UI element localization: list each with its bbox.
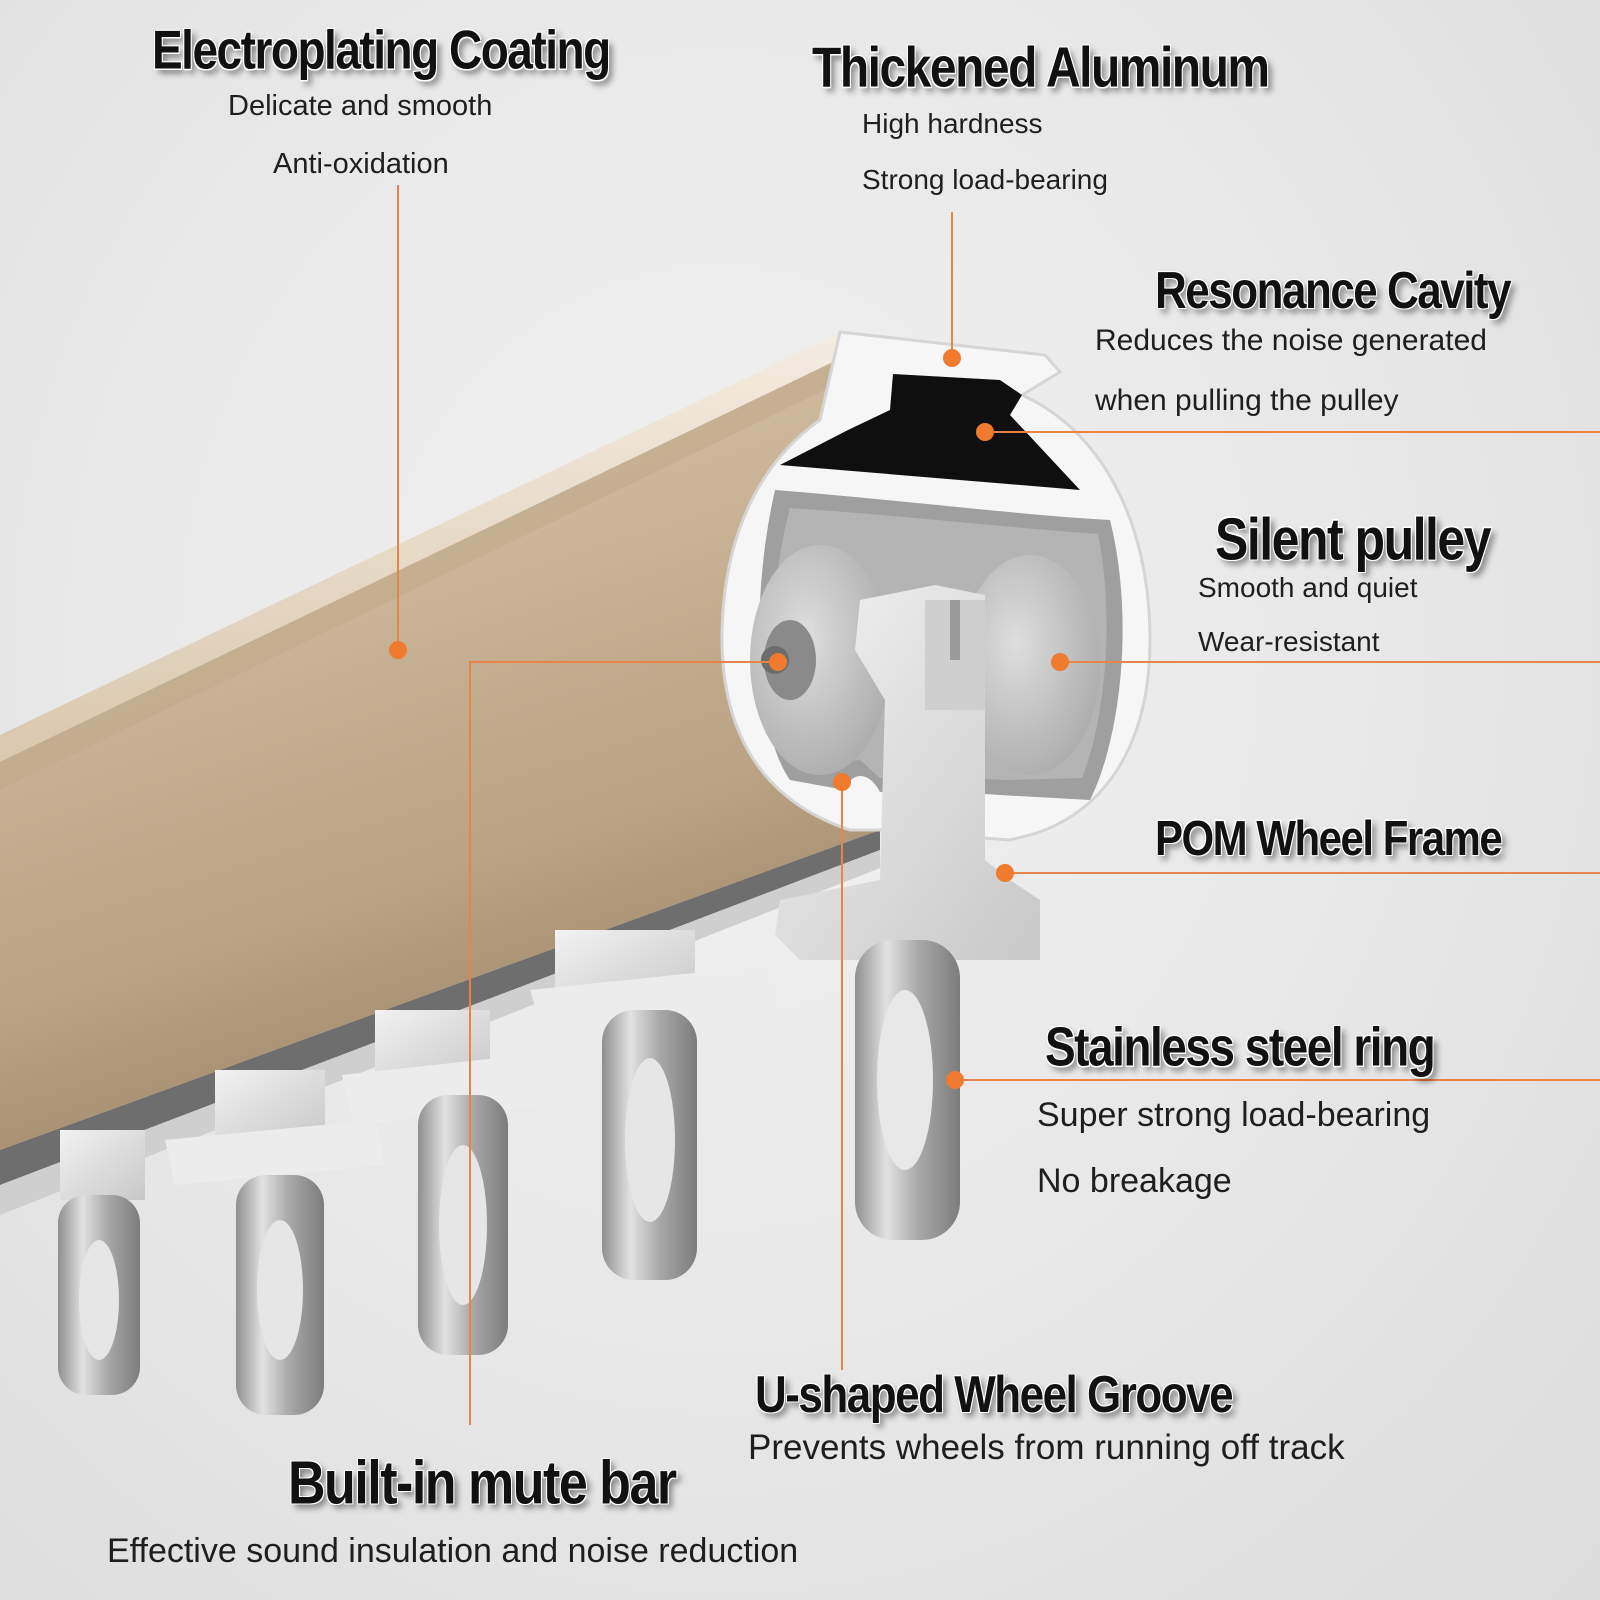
- pulley-line-2: Wear-resistant: [1198, 626, 1380, 657]
- aluminum-line-2: Strong load-bearing: [862, 164, 1108, 195]
- callout-dots: [389, 349, 1069, 1089]
- resonance-line-1: Reduces the noise generated: [1095, 324, 1487, 357]
- electroplating-line-2: Anti-oxidation: [273, 148, 449, 180]
- groove-line-1: Prevents wheels from running off track: [748, 1428, 1345, 1467]
- groove-title: U-shaped Wheel Groove: [755, 1366, 1234, 1424]
- ring-line-1: Super strong load-bearing: [1037, 1096, 1431, 1134]
- resonance-line-2: when pulling the pulley: [1095, 384, 1399, 417]
- electroplating-title: Electroplating Coating: [152, 19, 611, 81]
- glider-row: [58, 930, 785, 1415]
- ring-line-2: No breakage: [1037, 1162, 1232, 1200]
- ring-title: Stainless steel ring: [1045, 1016, 1436, 1078]
- aluminum-line-1: High hardness: [862, 108, 1043, 139]
- leader-lines: [397, 185, 1600, 1425]
- stainless-steel-ring: [855, 940, 960, 1240]
- resonance-title: Resonance Cavity: [1155, 262, 1512, 320]
- resonance-cavity: [780, 374, 1080, 490]
- silent-pulley: [750, 545, 1100, 775]
- pom-title: POM Wheel Frame: [1155, 810, 1503, 866]
- mute-line-1: Effective sound insulation and noise red…: [107, 1532, 799, 1570]
- pom-wheel-frame: [775, 585, 1040, 960]
- electroplating-line-1: Delicate and smooth: [228, 90, 493, 122]
- mute-title: Built-in mute bar: [288, 1449, 677, 1518]
- aluminum-title: Thickened Aluminum: [812, 37, 1270, 100]
- pulley-title: Silent pulley: [1215, 506, 1492, 573]
- pulley-line-1: Smooth and quiet: [1198, 572, 1418, 603]
